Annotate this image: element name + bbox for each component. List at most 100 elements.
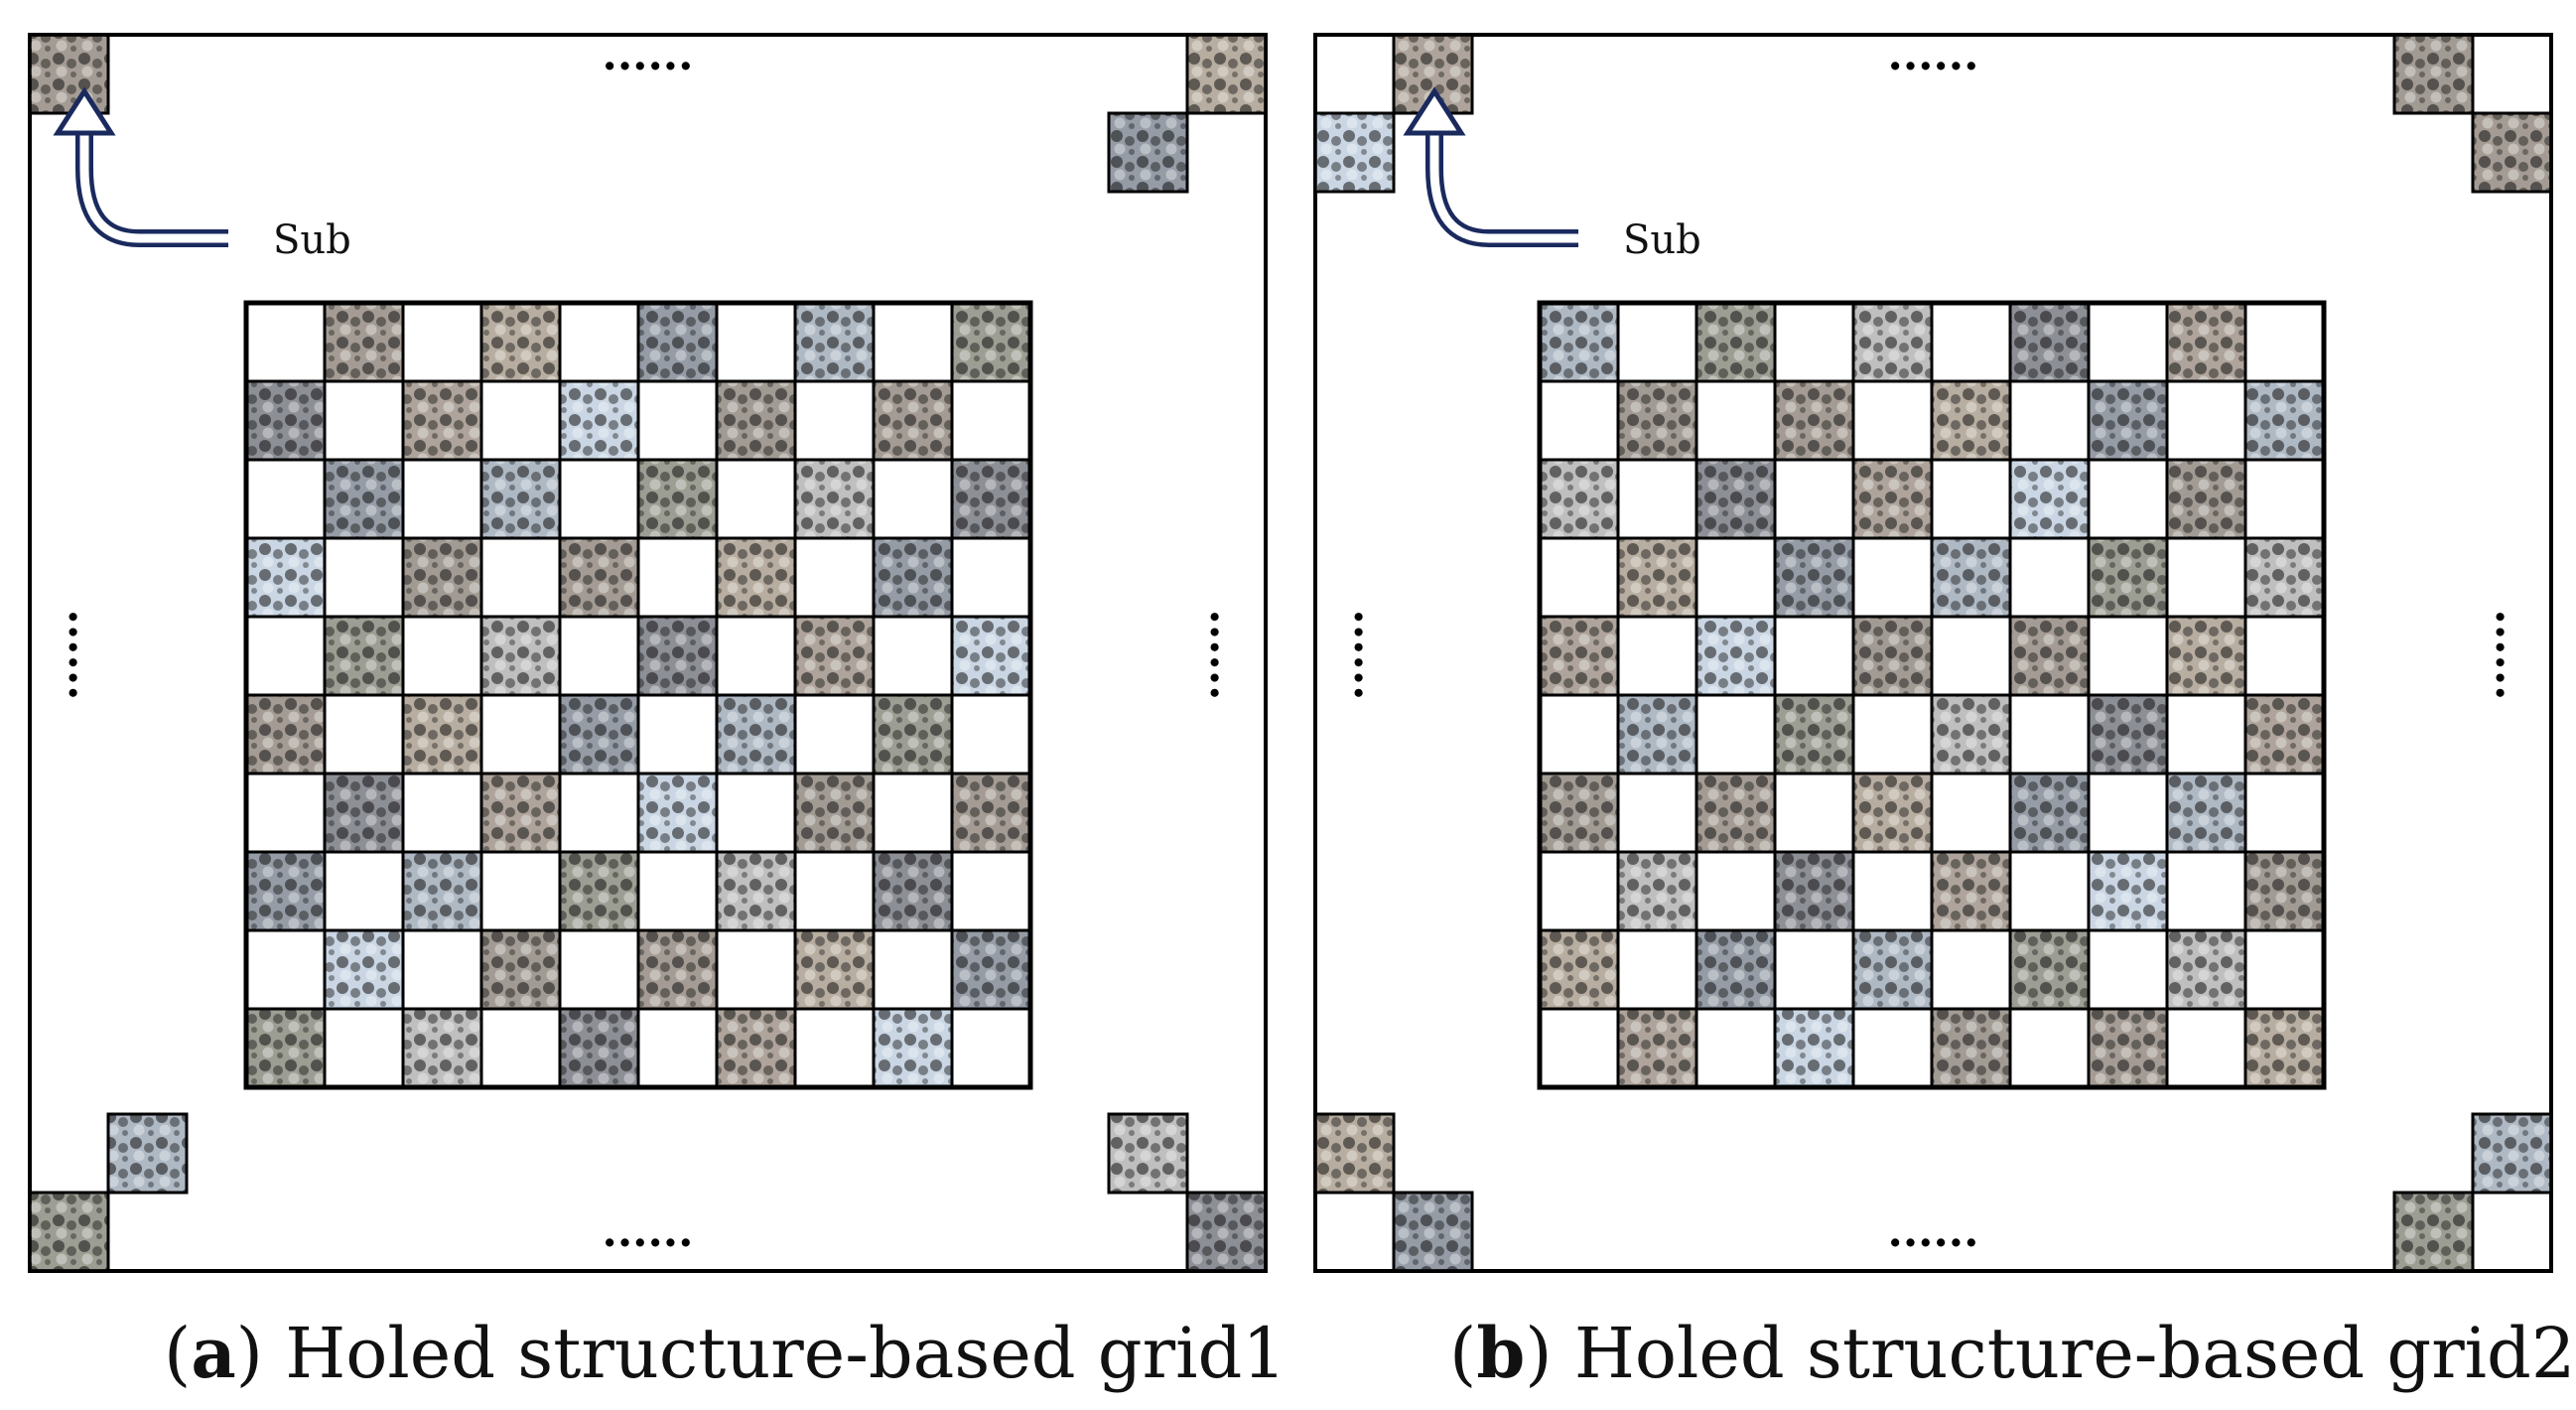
sub-arrow-shaft-inner xyxy=(79,129,228,243)
grid-cell xyxy=(2087,772,2169,854)
grid-tile-filled xyxy=(717,852,795,930)
grid-cell xyxy=(558,772,640,854)
grid-tile-filled xyxy=(1853,617,1932,695)
grid-cell xyxy=(2165,379,2247,462)
grid-tile-filled xyxy=(325,617,403,695)
grid-tile-filled xyxy=(560,538,638,617)
grid-tile-filled xyxy=(2167,774,2245,852)
grid-cell xyxy=(2008,1007,2091,1089)
grid-tile-filled xyxy=(795,460,874,538)
panel-b-grid2: ........................Sub xyxy=(1313,30,2553,1273)
grid-tile-filled xyxy=(717,381,795,460)
grid-cell xyxy=(401,615,483,697)
grid-tile-filled xyxy=(1618,538,1696,617)
grid-tile-filled xyxy=(2010,774,2089,852)
grid-cell xyxy=(793,536,876,619)
grid-cell xyxy=(1930,301,2012,383)
grid-cell xyxy=(2165,1007,2247,1089)
corner-tile-bl xyxy=(108,1114,187,1193)
grid-tile-filled xyxy=(1853,460,1932,538)
corner-tile-tr xyxy=(1187,35,1266,113)
grid-tile-filled xyxy=(874,1009,952,1087)
grid-border xyxy=(1537,300,2327,1090)
grid-tile-filled xyxy=(1540,930,1618,1009)
grid-tile-filled xyxy=(1775,695,1853,774)
grid-tile-filled xyxy=(795,617,874,695)
grid-cell xyxy=(636,693,719,776)
grid-cell xyxy=(1538,1007,1620,1089)
grid-tile-filled xyxy=(2167,303,2245,381)
grid-cell xyxy=(1773,928,1855,1011)
grid-cell xyxy=(793,379,876,462)
grid-tile-filled xyxy=(638,617,717,695)
corner-tile-bl xyxy=(1394,1193,1472,1271)
grid-cell xyxy=(401,301,483,383)
grid-tile-filled xyxy=(1696,617,1775,695)
grid-tile-filled xyxy=(1618,1009,1696,1087)
grid-cell xyxy=(793,850,876,932)
outer-frame xyxy=(1313,33,2553,1273)
corner-tile-br xyxy=(1187,1193,1266,1271)
grid-cell xyxy=(636,1007,719,1089)
corner-cell-bl xyxy=(1392,1191,1474,1273)
ellipsis-right: ...... xyxy=(2486,610,2536,701)
grid-cell xyxy=(1695,536,1777,619)
sub-label: Sub xyxy=(273,217,351,263)
caption-a: (a) Holed structure-based grid1 xyxy=(164,1312,1287,1394)
caption-b-letter: b xyxy=(1476,1312,1526,1394)
grid-cell xyxy=(1773,772,1855,854)
caption-a-text: Holed structure-based grid1 xyxy=(285,1313,1287,1394)
grid-tile-filled xyxy=(717,1009,795,1087)
grid-tile-filled xyxy=(560,852,638,930)
grid-tile-filled xyxy=(481,617,560,695)
ellipsis-left: ...... xyxy=(1344,610,1395,701)
grid-tile-filled xyxy=(325,303,403,381)
grid-cell xyxy=(558,615,640,697)
ellipsis-top: ...... xyxy=(603,30,694,80)
sub-arrow-shaft-inner xyxy=(1429,129,1578,243)
corner-cell-tr xyxy=(1185,33,1268,115)
caption-b: (b) Holed structure-based grid2 xyxy=(1449,1312,2576,1394)
corner-cell-tl xyxy=(1313,111,1396,194)
grid-cell xyxy=(1773,458,1855,540)
grid-cell xyxy=(2243,458,2326,540)
corner-tile-tr xyxy=(2394,35,2473,113)
grid-tile-filled xyxy=(795,303,874,381)
grid-tile-filled xyxy=(1696,774,1775,852)
corner-tile-tl xyxy=(30,35,108,113)
grid-tile-filled xyxy=(952,617,1030,695)
ellipsis-bottom: ...... xyxy=(603,1206,694,1257)
grid-tile-filled xyxy=(403,695,481,774)
grid-cell xyxy=(872,615,954,697)
sub-arrow-head xyxy=(53,86,116,136)
grid-cell xyxy=(636,536,719,619)
grid-cell xyxy=(1773,615,1855,697)
grid-tile-filled xyxy=(1540,617,1618,695)
grid-tile-filled xyxy=(1775,538,1853,617)
grid-tile-filled xyxy=(2089,381,2167,460)
grid-cell xyxy=(1930,458,2012,540)
corner-cell-bl xyxy=(1313,1112,1396,1195)
corner-cell-br xyxy=(1185,1191,1268,1273)
grid-tile-filled xyxy=(246,538,325,617)
grid-tile-filled xyxy=(246,695,325,774)
grid-tile-filled xyxy=(638,460,717,538)
corner-tile-br xyxy=(2473,1114,2551,1193)
grid-cell xyxy=(1695,1007,1777,1089)
sub-label: Sub xyxy=(1623,217,1701,263)
grid-cell xyxy=(1538,693,1620,776)
grid-cell xyxy=(872,458,954,540)
grid-tile-filled xyxy=(1775,852,1853,930)
grid-cell xyxy=(2008,536,2091,619)
grid-tile-filled xyxy=(246,1009,325,1087)
grid-cell xyxy=(1851,1007,1934,1089)
grid-tile-filled xyxy=(246,381,325,460)
grid-tile-filled xyxy=(2167,930,2245,1009)
grid-tile-filled xyxy=(874,852,952,930)
grid-cell xyxy=(479,379,562,462)
grid-tile-filled xyxy=(1853,930,1932,1009)
grid-tile-filled xyxy=(952,930,1030,1009)
grid-tile-filled xyxy=(638,774,717,852)
grid-tile-filled xyxy=(2089,538,2167,617)
